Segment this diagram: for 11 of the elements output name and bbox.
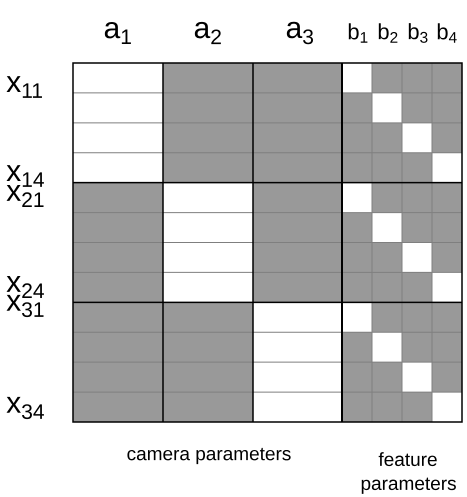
column-label: a$_{3}$ bbox=[286, 22, 313, 44]
column-label: a$_{1}$ bbox=[104, 22, 131, 44]
column-label: b$_{4}$ bbox=[438, 23, 457, 43]
row-label: x$_{34}$ bbox=[6, 396, 44, 420]
column-label: b$_{1}$ bbox=[348, 23, 368, 43]
axis-label: feature parameters bbox=[362, 452, 456, 494]
column-label: a$_{2}$ bbox=[194, 22, 221, 44]
axis-label: camera parameters bbox=[127, 448, 291, 464]
column-label: b$_{3}$ bbox=[408, 23, 428, 43]
column-label: b$_{2}$ bbox=[378, 23, 398, 43]
row-label: x$_{11}$ bbox=[6, 76, 42, 98]
